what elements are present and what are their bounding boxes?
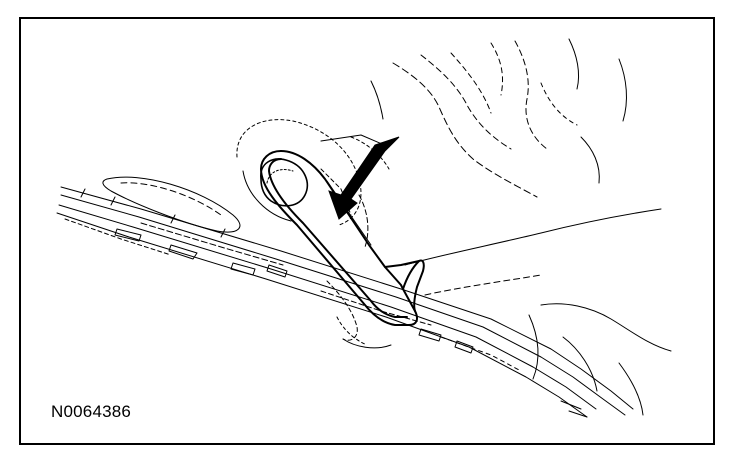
arrow-icon — [328, 136, 400, 220]
figure-code: N0064386 — [51, 402, 132, 421]
body-panel — [320, 38, 672, 416]
figure-frame: N0064386 — [19, 17, 715, 445]
mounting-boss — [236, 119, 369, 248]
technical-illustration — [56, 38, 672, 418]
rail-panel — [56, 186, 634, 418]
oval-slot — [102, 176, 241, 233]
clip-tab — [326, 280, 392, 349]
retaining-clip — [260, 150, 425, 326]
